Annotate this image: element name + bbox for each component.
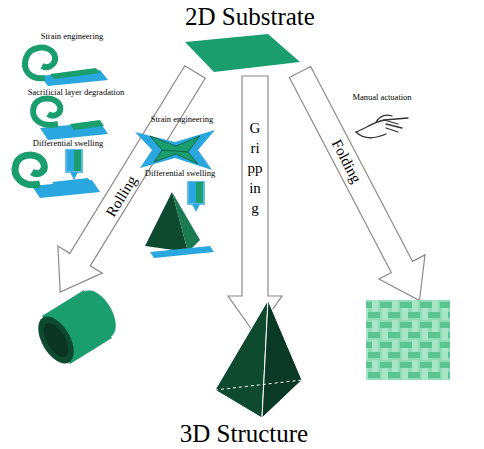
swelling-pyramid-icon bbox=[145, 182, 214, 258]
arrow-label: Gripping bbox=[248, 118, 263, 218]
method-label: Sacrificial layer degradation bbox=[28, 88, 124, 97]
substrate-sheet bbox=[185, 34, 300, 72]
method-label: Differential swelling bbox=[145, 169, 215, 178]
swelling-roll-icon bbox=[15, 150, 100, 198]
method-label: Strain engineering bbox=[151, 115, 214, 124]
sacrificial-roll-icon bbox=[33, 99, 108, 141]
gripping-arrow bbox=[228, 76, 282, 334]
folding-arrow bbox=[277, 60, 443, 313]
pyramid bbox=[215, 300, 302, 418]
strain-roll-icon bbox=[25, 48, 108, 86]
strain-star-icon bbox=[135, 130, 215, 170]
rolled-tube bbox=[31, 284, 123, 369]
diagram-caption: 3D Structure bbox=[180, 420, 308, 448]
method-label: Strain engineering bbox=[41, 32, 104, 41]
method-label: Manual actuation bbox=[352, 93, 411, 102]
hand-icon bbox=[356, 115, 408, 137]
folded-weave bbox=[366, 300, 450, 380]
diagram-title: 2D Substrate bbox=[185, 3, 315, 31]
method-label: Differential swelling bbox=[33, 139, 103, 148]
